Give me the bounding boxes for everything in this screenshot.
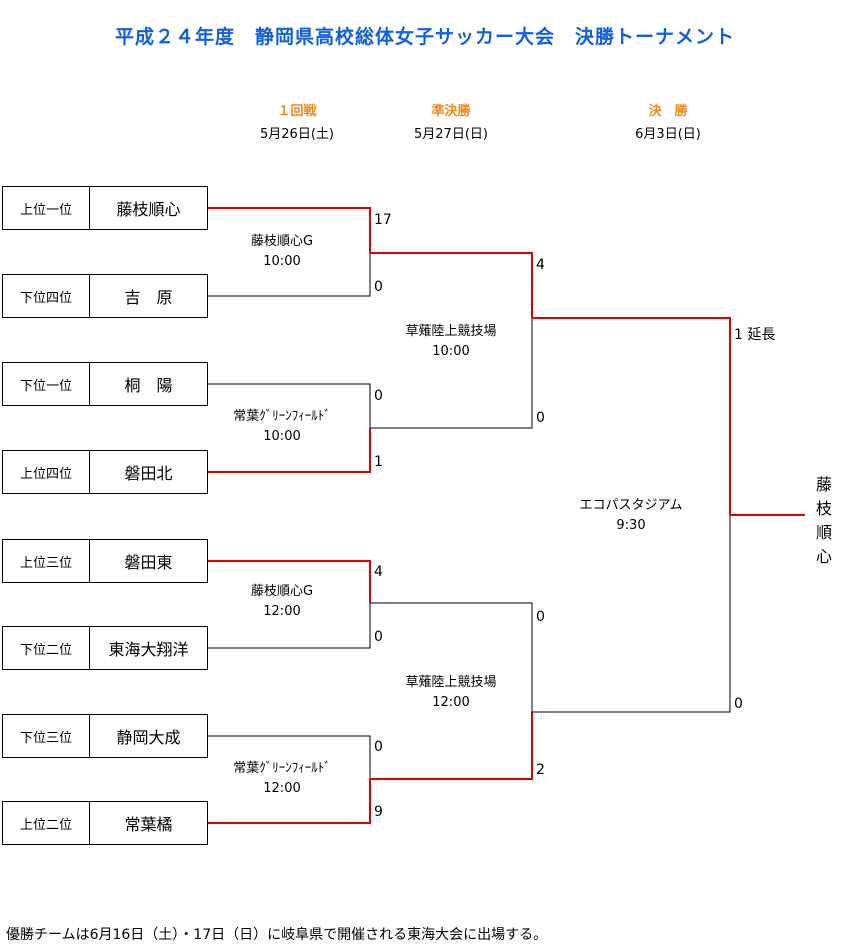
bracket-line-win (208, 560, 371, 603)
score: 1 (374, 454, 383, 470)
team-name: 東海大翔洋 (108, 640, 189, 659)
seed-label: 下位二位 (3, 627, 90, 669)
champion-char: 藤 (815, 475, 832, 494)
team-row: 下位一位 桐 陽 (2, 362, 208, 406)
match-time: 12:00 (263, 781, 301, 796)
venue-name: 常葉ｸﾞﾘｰﾝﾌｨｰﾙﾄﾞ (233, 761, 331, 776)
match-venue: 常葉ｸﾞﾘｰﾝﾌｨｰﾙﾄﾞ 12:00 (212, 759, 352, 799)
champion-name: 藤 枝 順 心 (812, 473, 836, 569)
score: 0 (374, 739, 383, 755)
bracket-line-win (208, 779, 371, 824)
bracket-line (208, 735, 371, 779)
round-label-first: １回戦 (277, 104, 317, 119)
team-row: 上位三位 磐田東 (2, 539, 208, 583)
champion-char: 心 (815, 547, 832, 566)
team-name: 吉 原 (124, 288, 173, 307)
seed-label: 上位三位 (3, 540, 90, 582)
match-venue: 藤枝順心G 12:00 (212, 582, 352, 622)
team-name: 藤枝順心 (116, 200, 181, 219)
team-row: 上位二位 常葉橘 (2, 801, 208, 845)
score: 17 (374, 212, 392, 228)
venue-name: エコパスタジアム (579, 498, 683, 513)
score: 0 (536, 609, 545, 625)
bracket-line-win (370, 712, 533, 780)
score: 0 (734, 696, 743, 712)
venue-name: 草薙陸上競技場 (405, 324, 497, 339)
team-row: 上位一位 藤枝順心 (2, 186, 208, 230)
match-time: 10:00 (263, 429, 301, 444)
bracket-line (208, 383, 371, 428)
seed-label: 上位二位 (3, 802, 90, 844)
round-date-semifinal: 5月27日(日) (414, 127, 488, 142)
team-name: 桐 陽 (124, 376, 173, 395)
score: 0 (374, 388, 383, 404)
match-venue: 常葉ｸﾞﾘｰﾝﾌｨｰﾙﾄﾞ 10:00 (212, 407, 352, 447)
match-time: 9:30 (616, 518, 646, 533)
team-row: 上位四位 磐田北 (2, 450, 208, 494)
score: 0 (374, 629, 383, 645)
bracket-line (208, 603, 371, 649)
score: 1 延長 (734, 327, 776, 343)
champion-char: 枝 (815, 499, 832, 518)
seed-label: 上位四位 (3, 451, 90, 493)
team-row: 下位二位 東海大翔洋 (2, 626, 208, 670)
round-label-semifinal: 準決勝 (431, 104, 471, 119)
match-venue: 藤枝順心G 10:00 (212, 232, 352, 272)
champion-char: 順 (815, 523, 832, 542)
venue-name: 藤枝順心G (250, 234, 314, 249)
seed-label: 下位一位 (3, 363, 90, 405)
match-time: 12:00 (263, 604, 301, 619)
team-name: 磐田東 (124, 553, 173, 572)
bracket-line (208, 253, 371, 297)
seed-label: 下位三位 (3, 715, 90, 757)
match-time: 10:00 (263, 254, 301, 269)
bracket-line-win (532, 317, 731, 515)
score: 2 (536, 762, 545, 778)
score: 4 (374, 564, 383, 580)
round-label-final: 決 勝 (648, 104, 688, 119)
round-date-final: 6月3日(日) (635, 127, 701, 142)
match-time: 12:00 (432, 695, 470, 710)
bracket-line-win (208, 207, 371, 253)
bracket-line-win (370, 252, 533, 318)
bracket-line (370, 318, 533, 429)
team-row: 下位四位 吉 原 (2, 274, 208, 318)
team-row: 下位三位 静岡大成 (2, 714, 208, 758)
venue-name: 常葉ｸﾞﾘｰﾝﾌｨｰﾙﾄﾞ (233, 409, 331, 424)
bracket-line-win (208, 428, 371, 473)
match-venue: 草薙陸上競技場 12:00 (376, 673, 526, 713)
team-name: 磐田北 (124, 464, 173, 483)
score: 0 (536, 410, 545, 426)
bracket-line (532, 515, 731, 713)
round-date-first: 5月26日(土) (260, 127, 334, 142)
seed-label: 下位四位 (3, 275, 90, 317)
bracket-line (370, 602, 533, 712)
page-title: 平成２４年度 静岡県高校総体女子サッカー大会 決勝トーナメント (114, 26, 735, 48)
match-venue: エコパスタジアム 9:30 (556, 496, 706, 536)
score: 0 (374, 279, 383, 295)
match-time: 10:00 (432, 344, 470, 359)
seed-label: 上位一位 (3, 187, 90, 229)
footer-note: 優勝チームは6月16日（土）・17日（日）に岐阜県で開催される東海大会に出場する… (6, 927, 548, 943)
score: 4 (536, 257, 545, 273)
match-venue: 草薙陸上競技場 10:00 (376, 322, 526, 362)
venue-name: 藤枝順心G (250, 584, 314, 599)
team-name: 静岡大成 (116, 728, 181, 747)
venue-name: 草薙陸上競技場 (405, 675, 497, 690)
score: 9 (374, 804, 383, 820)
team-name: 常葉橘 (124, 815, 173, 834)
